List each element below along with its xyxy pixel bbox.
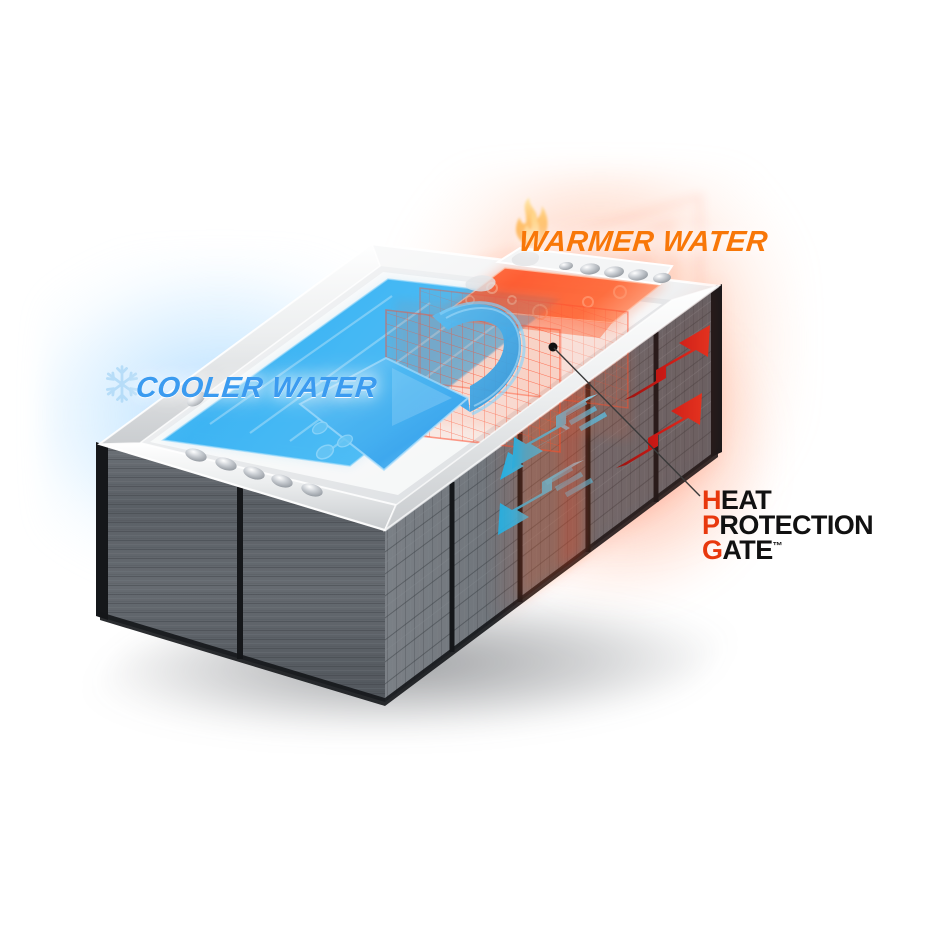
heat-protection-gate-label: HEAT PROTECTION GATE™ <box>702 485 874 565</box>
hpg-accent-h: H <box>702 485 722 515</box>
hpg-rest-eat: EAT <box>720 485 772 515</box>
shell-front-rim <box>97 242 719 533</box>
warm-end-jets <box>559 261 671 284</box>
warmer-water-label: WARMER WATER <box>517 226 770 258</box>
headrest <box>465 275 496 292</box>
hpg-trademark: ™ <box>772 540 783 552</box>
gate-callout-dot <box>548 342 558 352</box>
hpg-rest-ate: ATE <box>722 534 773 565</box>
cabinet-corner-left <box>96 442 108 620</box>
headrest <box>511 251 540 267</box>
hpg-accent-p: P <box>702 509 720 540</box>
flame-icon <box>516 197 548 246</box>
hpg-rest-rotection: ROTECTION <box>719 509 874 540</box>
cooler-water-label: COOLER WATER <box>134 372 379 404</box>
hpg-line-heat: HEAT <box>702 485 873 515</box>
hpg-line-gate: GATE™ <box>702 534 873 565</box>
hpg-accent-g: G <box>702 534 723 565</box>
cool-water-glow <box>163 279 560 466</box>
snowflake-icon <box>105 365 139 403</box>
hpg-line-protection: PROTECTION <box>702 509 874 540</box>
front-coping-jets <box>185 391 323 497</box>
